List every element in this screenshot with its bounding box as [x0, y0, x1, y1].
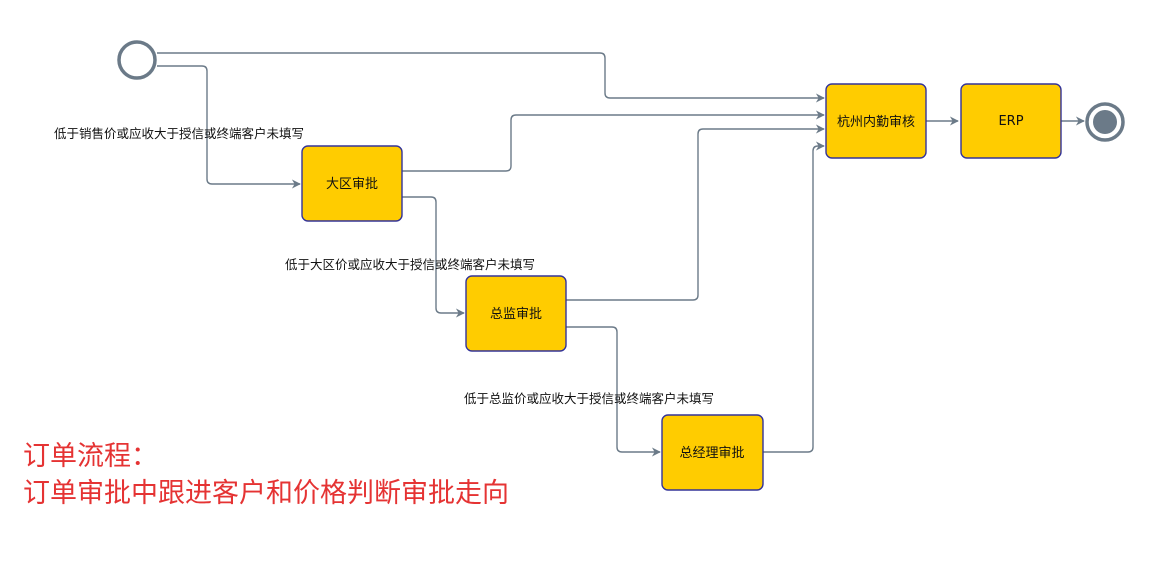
edge-start-to-hangzhou [157, 52, 825, 103]
edge-director-to-gm [566, 326, 661, 457]
edge-director-to-hangzhou [566, 124, 825, 301]
task-director-review[interactable]: 总监审批 [465, 275, 567, 352]
task-gm-review[interactable]: 总经理审批 [661, 414, 764, 491]
task-region-review[interactable]: 大区审批 [301, 145, 403, 222]
task-label: 大区审批 [326, 177, 378, 192]
task-hangzhou-review[interactable]: 杭州内勤审核 [825, 83, 927, 159]
task-label: 总经理审批 [679, 446, 744, 461]
edge-gm-to-hangzhou [763, 141, 825, 453]
start-event[interactable] [117, 40, 157, 80]
task-label: 总监审批 [490, 307, 542, 322]
note-title: 订单流程： [23, 441, 158, 472]
task-label: ERP [998, 114, 1023, 129]
end-event[interactable] [1085, 102, 1125, 142]
task-erp[interactable]: ERP [960, 83, 1062, 159]
edge-start-to-region [157, 65, 301, 189]
edge-region-to-director [402, 196, 465, 318]
edge-label-to-region: 低于销售价或应收大于授信或终端客户未填写 [54, 126, 304, 141]
edge-label-to-director: 低于大区价或应收大于授信或终端客户未填写 [285, 257, 535, 272]
edge-region-to-hangzhou [402, 110, 825, 172]
edge-label-to-gm: 低于总监价或应收大于授信或终端客户未填写 [464, 391, 714, 406]
note-body: 订单审批中跟进客户和价格判断审批走向 [23, 478, 509, 509]
task-label: 杭州内勤审核 [837, 114, 915, 130]
